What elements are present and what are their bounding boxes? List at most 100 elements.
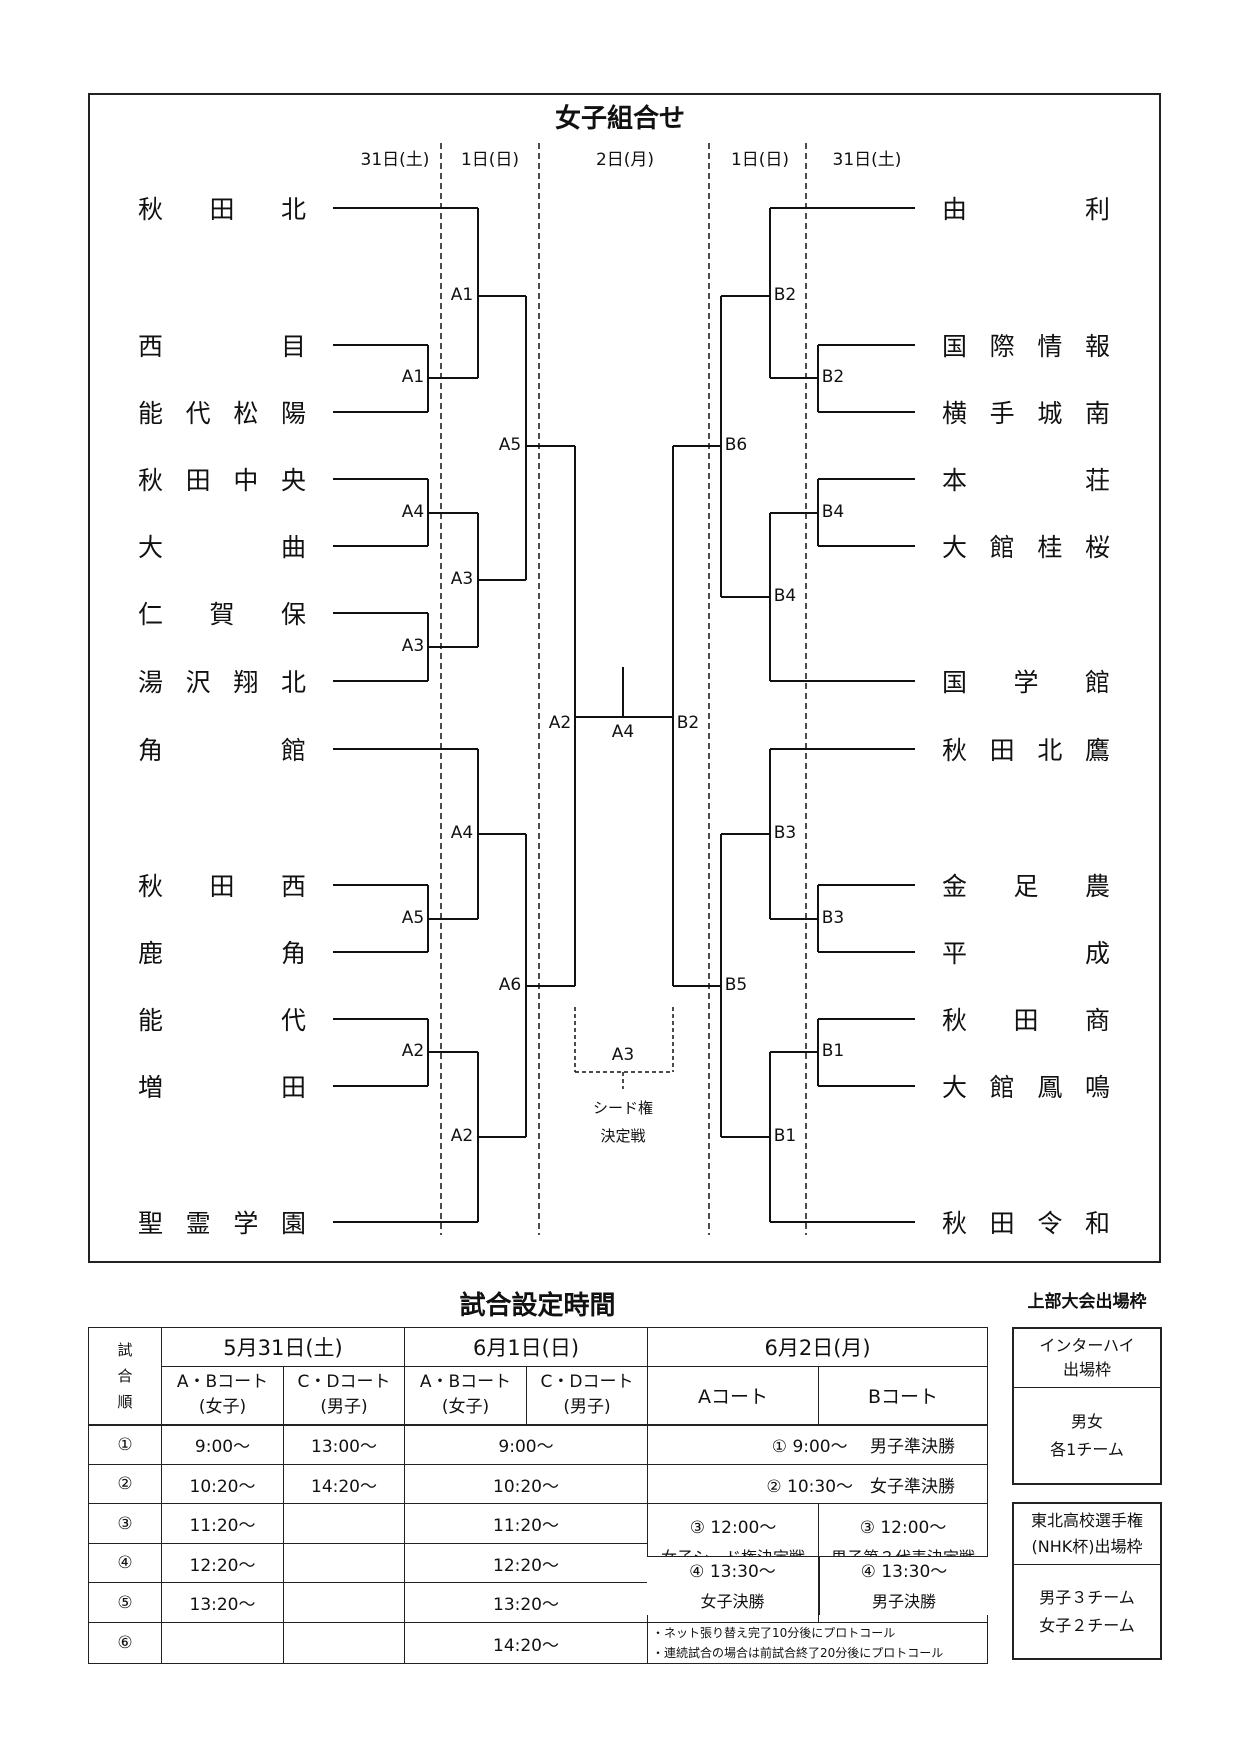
time-cell: 9:00～: [161, 1423, 284, 1465]
team-name: 本荘: [942, 466, 1110, 495]
court-header: A・Bコート(女子): [161, 1366, 284, 1425]
final-label: A4: [612, 722, 634, 742]
bracket-title: 女子組合せ: [554, 104, 685, 134]
table-row: ② 10:20～ 14:20～ 10:20～ ② 10:30～ 女子準決勝: [88, 1464, 989, 1504]
time-cell: 10:20～: [161, 1464, 284, 1504]
time-cell: 9:00～: [403, 1423, 649, 1465]
time-cell: ① 9:00～ 男子準決勝: [647, 1423, 989, 1465]
bracket-frame: [88, 93, 1161, 1263]
match-label: B5: [725, 975, 747, 995]
time-cell: 11:20～: [161, 1503, 284, 1544]
team-name: 由利: [942, 195, 1110, 224]
d3-a4-cell: ④ 13:30～女子決勝: [647, 1556, 818, 1615]
team-name: 秋田北鷹: [942, 736, 1110, 765]
match-label: A2: [451, 1126, 473, 1146]
team-name: 聖霊学園: [138, 1209, 306, 1238]
match-label: A2: [402, 1041, 424, 1061]
time-cell: [283, 1543, 405, 1583]
day-header: 1日(日): [461, 150, 519, 170]
day-header: 1日(日): [731, 150, 789, 170]
day3-header: 6月2日(月): [647, 1327, 989, 1367]
quota-heading: インターハイ: [1039, 1336, 1135, 1355]
team-name: 金足農: [942, 872, 1110, 901]
match-label: A5: [499, 435, 521, 455]
court-header: C・Dコート(男子): [283, 1366, 405, 1425]
d3-b4-cell: ④ 13:30～男子決勝: [819, 1556, 988, 1615]
team-name: 大館鳳鳴: [942, 1073, 1110, 1102]
schedule-title: 試合設定時間: [459, 1291, 616, 1321]
row-number: ④: [88, 1543, 162, 1583]
match-label: B4: [774, 586, 796, 606]
match-label: B2: [774, 285, 796, 305]
team-name: 大館桂桜: [942, 533, 1110, 562]
time-cell: ② 10:30～ 女子準決勝: [647, 1464, 989, 1504]
team-name: 横手城南: [942, 399, 1110, 428]
time-cell: 14:20～: [283, 1464, 405, 1504]
day-header: 2日(月): [596, 150, 654, 170]
team-name: 大曲: [138, 533, 306, 562]
match-label: B3: [774, 823, 796, 843]
quota-heading: 東北高校選手権: [1030, 1511, 1143, 1530]
notes-cell: ・ネット張り替え完了10分後にプロトコール ・連続試合の場合は前試合終了20分後…: [647, 1622, 989, 1664]
row-number: ①: [88, 1423, 162, 1465]
time-cell: 12:20～: [403, 1543, 649, 1583]
team-name: 鹿角: [138, 939, 306, 968]
team-name: 角館: [138, 736, 306, 765]
time-cell: 13:20～: [403, 1582, 649, 1623]
court-header: Aコート: [647, 1366, 820, 1425]
table-row: ④ 12:20～ 12:20～: [88, 1543, 988, 1583]
table-row: ① 9:00～ 13:00～ 9:00～ ① 9:00～ 男子準決勝: [88, 1423, 989, 1465]
match-label: A4: [451, 823, 473, 843]
time-cell: [283, 1582, 405, 1623]
match-label: A6: [499, 975, 521, 995]
quota-title: 上部大会出場枠: [1027, 1292, 1147, 1312]
match-label: A3: [451, 569, 473, 589]
match-label: A3: [402, 636, 424, 656]
row-number: ②: [88, 1464, 162, 1504]
quota-value: 男子３チーム: [1039, 1588, 1135, 1607]
match-label: A1: [451, 285, 473, 305]
match-label: A2: [549, 713, 571, 733]
team-name: 秋田令和: [942, 1209, 1110, 1238]
time-cell: 14:20～: [403, 1622, 649, 1664]
match-label: B2: [822, 367, 844, 387]
time-cell: 13:20～: [161, 1582, 284, 1623]
seed-caption: 決定戦: [600, 1127, 645, 1145]
time-cell: [283, 1503, 405, 1544]
day1-header: 5月31日(土): [161, 1327, 405, 1367]
bracket-diagram: 31日(土)1日(日)2日(月)1日(日)31日(土)A1A4A3A5A2A1A…: [333, 143, 915, 1235]
team-name: 国際情報: [942, 332, 1110, 361]
team-name: 秋田商: [942, 1006, 1110, 1035]
team-name: 平成: [942, 939, 1110, 968]
match-label: B4: [822, 502, 844, 522]
seed-caption: シード権: [593, 1099, 653, 1117]
match-label: B1: [822, 1041, 844, 1061]
time-cell: 13:00～: [283, 1423, 405, 1465]
match-label: B3: [822, 908, 844, 928]
seed-label: A3: [612, 1045, 634, 1065]
table-row: ⑥ 14:20～ ・ネット張り替え完了10分後にプロトコール ・連続試合の場合は…: [88, 1622, 989, 1664]
match-label: B6: [725, 435, 747, 455]
match-label: A1: [402, 367, 424, 387]
team-name: 秋田中央: [138, 466, 306, 495]
court-header: C・Dコート(男子): [525, 1366, 649, 1425]
team-name: 湯沢翔北: [138, 668, 306, 697]
row-number: ⑥: [88, 1622, 162, 1664]
court-header: Bコート: [818, 1366, 989, 1425]
match-label: B1: [774, 1126, 796, 1146]
day-header: 31日(土): [833, 150, 902, 170]
note-line: ・連続試合の場合は前試合終了20分後にプロトコール: [652, 1646, 944, 1660]
day-header: 31日(土): [361, 150, 430, 170]
table-row: ③ 11:20～ 11:20～ ③ 12:00～女子シード権決定戦 ③ 12:0…: [88, 1503, 989, 1583]
match-label: A4: [402, 502, 424, 522]
match-label: A5: [402, 908, 424, 928]
time-cell: 11:20～: [403, 1503, 649, 1544]
order-header: 試合順: [88, 1327, 162, 1425]
match-label: B2: [677, 713, 699, 733]
schedule-table: 試合順 5月31日(土) 6月1日(日) 6月2日(月) A・Bコート(女子) …: [88, 1327, 989, 1664]
time-cell: [283, 1622, 405, 1664]
tohoku-quota-box: 東北高校選手権(NHK杯)出場枠 男子３チーム女子２チーム: [1012, 1502, 1162, 1660]
court-header: A・Bコート(女子): [404, 1366, 527, 1425]
time-cell: 10:20～: [403, 1464, 649, 1504]
team-name: 増田: [138, 1073, 306, 1102]
